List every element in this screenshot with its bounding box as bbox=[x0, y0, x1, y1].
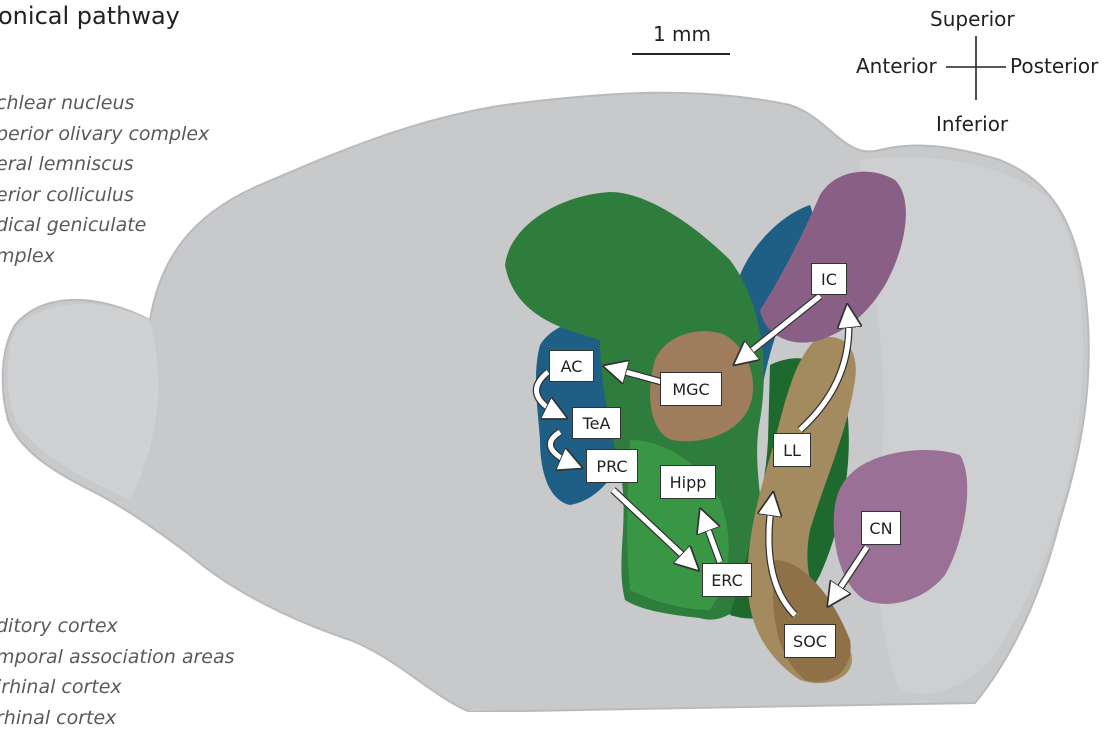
olfactory-shade bbox=[8, 304, 159, 500]
compass-cross bbox=[946, 36, 1006, 100]
label-hipp: Hipp bbox=[660, 465, 716, 499]
label-cn: CN bbox=[861, 511, 901, 545]
label-ac: AC bbox=[549, 350, 594, 382]
label-tea: TeA bbox=[572, 407, 621, 439]
label-prc: PRC bbox=[586, 449, 638, 483]
label-soc: SOC bbox=[784, 624, 836, 658]
label-ll: LL bbox=[773, 433, 811, 467]
label-erc: ERC bbox=[702, 563, 752, 597]
label-ic: IC bbox=[811, 263, 847, 295]
label-mgc: MGC bbox=[660, 372, 722, 406]
